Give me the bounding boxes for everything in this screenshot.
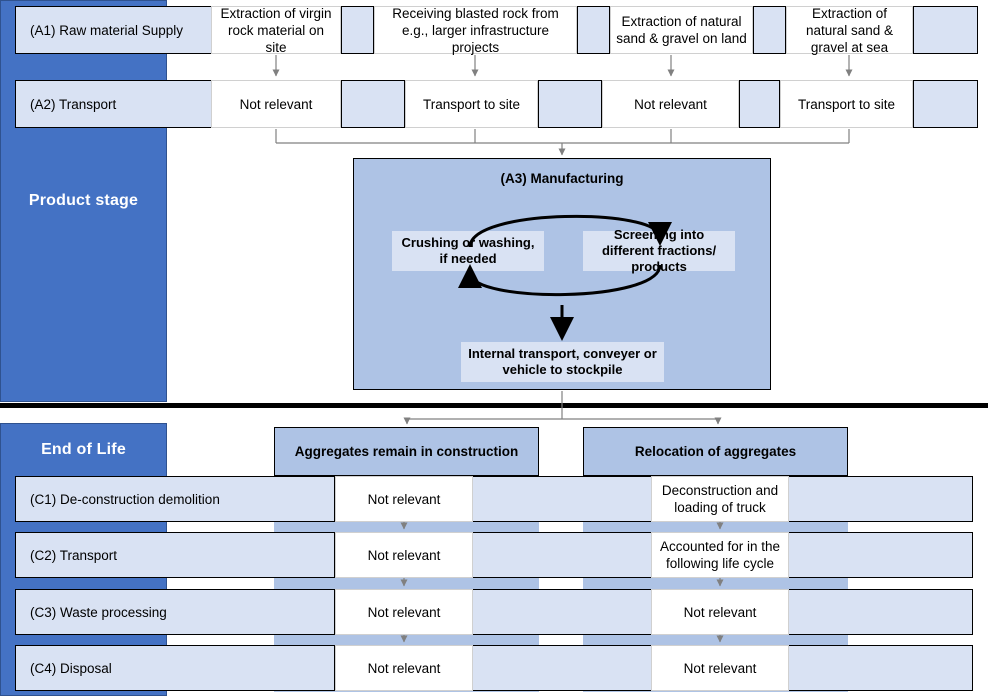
stage-divider xyxy=(0,403,988,408)
cell-a1-3: Extraction of natural sand & gravel on l… xyxy=(610,6,753,54)
cell-c2-2: Accounted for in the following life cycl… xyxy=(651,532,789,578)
eol-scenario-header-1: Aggregates remain in construction xyxy=(274,427,539,476)
row-label-c4-text: (C4) Disposal xyxy=(30,660,112,676)
row-label-c2-text: (C2) Transport xyxy=(30,547,118,563)
row-label-a2: (A2) Transport xyxy=(15,80,212,128)
manufacturing-box-screening: Screening into different fractions/ prod… xyxy=(583,227,735,274)
stage-bar-product-label: Product stage xyxy=(28,192,139,209)
cell-gap-a1-1 xyxy=(341,6,374,54)
row-label-c3-text: (C3) Waste processing xyxy=(30,604,167,620)
cell-gap-a1-2 xyxy=(577,6,610,54)
row-label-c1: (C1) De-construction demolition xyxy=(15,476,335,522)
cell-c4-2: Not relevant xyxy=(651,645,789,691)
cell-a1-4: Extraction of natural sand & gravel at s… xyxy=(786,6,913,55)
manufacturing-panel: (A3) Manufacturing Crushing or washing, … xyxy=(353,158,771,390)
cell-gap-a2-2 xyxy=(538,80,602,128)
cell-c1-2: Deconstruction and loading of truck xyxy=(651,476,789,522)
manufacturing-box-crushing: Crushing or washing, if needed xyxy=(392,231,544,271)
cell-a2-2: Transport to site xyxy=(405,80,538,128)
cell-c3-1: Not relevant xyxy=(335,589,473,635)
stage-bar-product: Product stage xyxy=(0,0,167,402)
cell-gap-a1-3 xyxy=(753,6,786,54)
stage-bar-end-of-life-label: End of Life xyxy=(41,440,126,458)
cell-a2-1: Not relevant xyxy=(211,80,341,128)
row-label-c2: (C2) Transport xyxy=(15,532,335,578)
row-label-a1-text: (A1) Raw material Supply xyxy=(30,22,184,38)
cell-c4-1: Not relevant xyxy=(335,645,473,691)
cell-c1-1: Not relevant xyxy=(335,476,473,522)
cell-gap-a2-3 xyxy=(739,80,780,128)
row-label-c4: (C4) Disposal xyxy=(15,645,335,691)
cell-gap-a1-4 xyxy=(913,6,978,54)
row-label-a2-text: (A2) Transport xyxy=(30,96,117,112)
manufacturing-box-internal-transport: Internal transport, conveyer or vehicle … xyxy=(461,342,664,382)
cell-gap-a2-1 xyxy=(341,80,405,128)
row-label-a1: (A1) Raw material Supply xyxy=(15,6,212,54)
cell-c2-1: Not relevant xyxy=(335,532,473,578)
cell-a2-3: Not relevant xyxy=(602,80,739,128)
manufacturing-title: (A3) Manufacturing xyxy=(500,171,624,186)
a2-to-a3-merge xyxy=(275,129,850,156)
cell-a2-4: Transport to site xyxy=(780,80,913,128)
row-label-c1-text: (C1) De-construction demolition xyxy=(30,491,220,507)
cell-a1-2: Receiving blasted rock from e.g., larger… xyxy=(374,6,577,55)
a1-to-a2-arrows xyxy=(272,55,853,77)
cell-gap-a2-4 xyxy=(913,80,978,128)
cell-c3-2: Not relevant xyxy=(651,589,789,635)
row-label-c3: (C3) Waste processing xyxy=(15,589,335,635)
eol-scenario-header-2: Relocation of aggregates xyxy=(583,427,848,476)
cell-a1-1: Extraction of virgin rock material on si… xyxy=(211,6,341,55)
